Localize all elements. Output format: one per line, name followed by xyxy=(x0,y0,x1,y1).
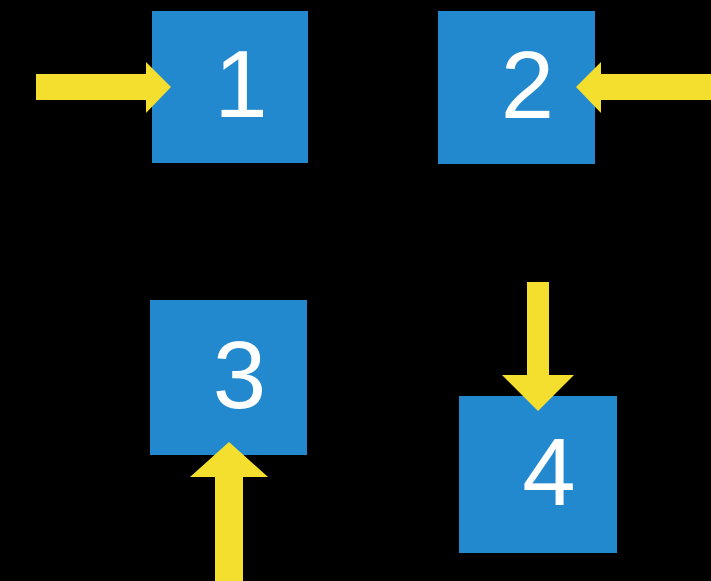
node-box-4[interactable] xyxy=(459,396,617,553)
node-box-1[interactable] xyxy=(152,11,308,163)
node-label-2: 2 xyxy=(500,31,555,139)
node-label-3: 3 xyxy=(212,321,267,429)
node-label-4: 4 xyxy=(522,418,576,526)
arrow-right-icon[interactable] xyxy=(36,62,171,113)
arrow-down-icon[interactable] xyxy=(502,282,574,411)
arrow-left-icon[interactable] xyxy=(576,62,711,113)
node-box-2[interactable] xyxy=(438,11,595,164)
node-label-1: 1 xyxy=(214,31,268,139)
arrow-up-icon[interactable] xyxy=(190,442,268,581)
node-box-3[interactable] xyxy=(150,300,307,455)
